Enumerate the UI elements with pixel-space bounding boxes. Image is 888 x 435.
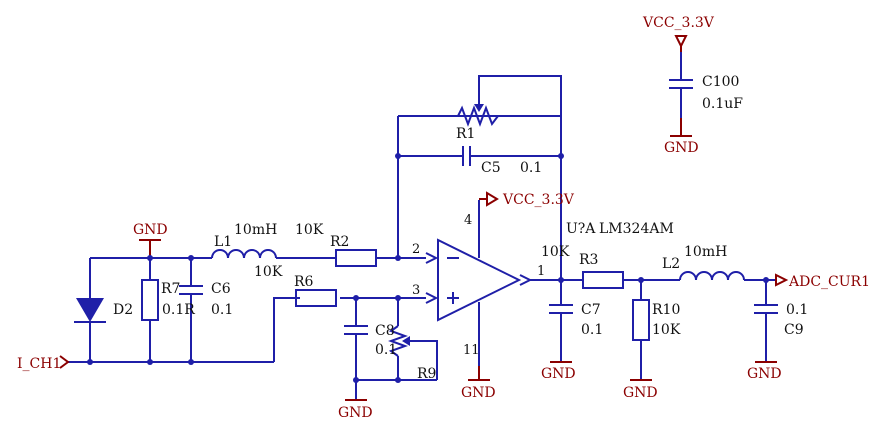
l1-value: 10mH [234,222,277,238]
c100-ref: C100 [702,74,739,90]
input-section [59,239,401,369]
opamp-pin-out: 1 [537,264,545,279]
r3-value: 10K [541,244,570,260]
gnd-r10-label: GND [623,385,658,401]
c100-value: 0.1uF [702,96,743,112]
opamp-ref: U?A [566,221,596,237]
c8-ref: C8 [375,323,395,339]
input-port-arrow-icon [59,355,70,369]
r10-value: 10K [652,322,681,338]
r2-ref: R2 [330,234,349,250]
l1-inductor [211,249,277,259]
opamp-symbol [340,191,561,381]
l2-ref: L2 [662,256,680,272]
c7-ref: C7 [581,302,601,318]
wiper-arrow-icon [402,336,410,346]
vcc-arrow-icon [486,191,499,207]
opamp-value: LM324AM [599,221,674,237]
c5-value: 0.1 [520,160,542,176]
d2-diode-body [76,298,104,322]
opamp-pin-inv: 2 [412,242,420,257]
r1-ref: R1 [456,126,475,142]
gnd-c8-label: GND [338,405,373,421]
opamp-pin-vcc: 4 [464,213,472,228]
output-section [549,271,789,381]
vcc-top-label: VCC_3.3V [642,15,715,31]
r6-resistor [295,289,337,307]
output-port-arrow-icon [775,273,789,287]
c6-ref: C6 [211,281,231,297]
vcc-arrow-icon [674,35,688,49]
input-port-label: I_CH1 [17,356,61,372]
r2-resistor [335,249,377,267]
output-port-label: ADC_CUR1 [788,274,870,290]
gnd-c100-label: GND [664,140,699,156]
c9-ref: C9 [784,322,804,338]
vcc-opamp-label: VCC_3.3V [502,192,575,208]
gnd-opamp-label: GND [461,385,496,401]
c8-value: 0.1 [375,342,397,358]
gnd-c7-label: GND [541,366,576,382]
gnd-input-label: GND [133,222,168,238]
gnd-c9-label: GND [747,366,782,382]
r3-ref: R3 [579,252,598,268]
opamp-pin-gnd: 11 [463,343,480,358]
r10-resistor [632,299,650,341]
r1-potentiometer [457,105,499,127]
r9-ref: R9 [417,366,436,382]
r2-value-top: 10K [295,222,324,238]
c5-ref: C5 [481,160,501,176]
c9-value: 0.1 [786,302,808,318]
r2-value-bottom: 10K [254,264,283,280]
r7-ref: R7 [161,281,180,297]
r7-value: 0.1R [162,302,195,318]
r3-resistor [582,271,624,289]
r10-ref: R10 [652,302,680,318]
d2-ref: D2 [113,302,133,318]
c6-value: 0.1 [211,302,233,318]
r6-ref: R6 [294,274,314,290]
opamp-pin-noninv: 3 [412,283,420,298]
c7-value: 0.1 [581,322,603,338]
l2-inductor [679,271,745,281]
l2-value: 10mH [684,244,727,260]
l1-ref: L1 [214,234,232,250]
c8-r9-network [344,298,438,401]
c100-decoupling [669,35,693,137]
feedback-network [395,75,564,280]
r7-resistor [141,279,159,321]
r9-potentiometer [388,325,408,357]
wiper-arrow-icon [474,104,484,112]
